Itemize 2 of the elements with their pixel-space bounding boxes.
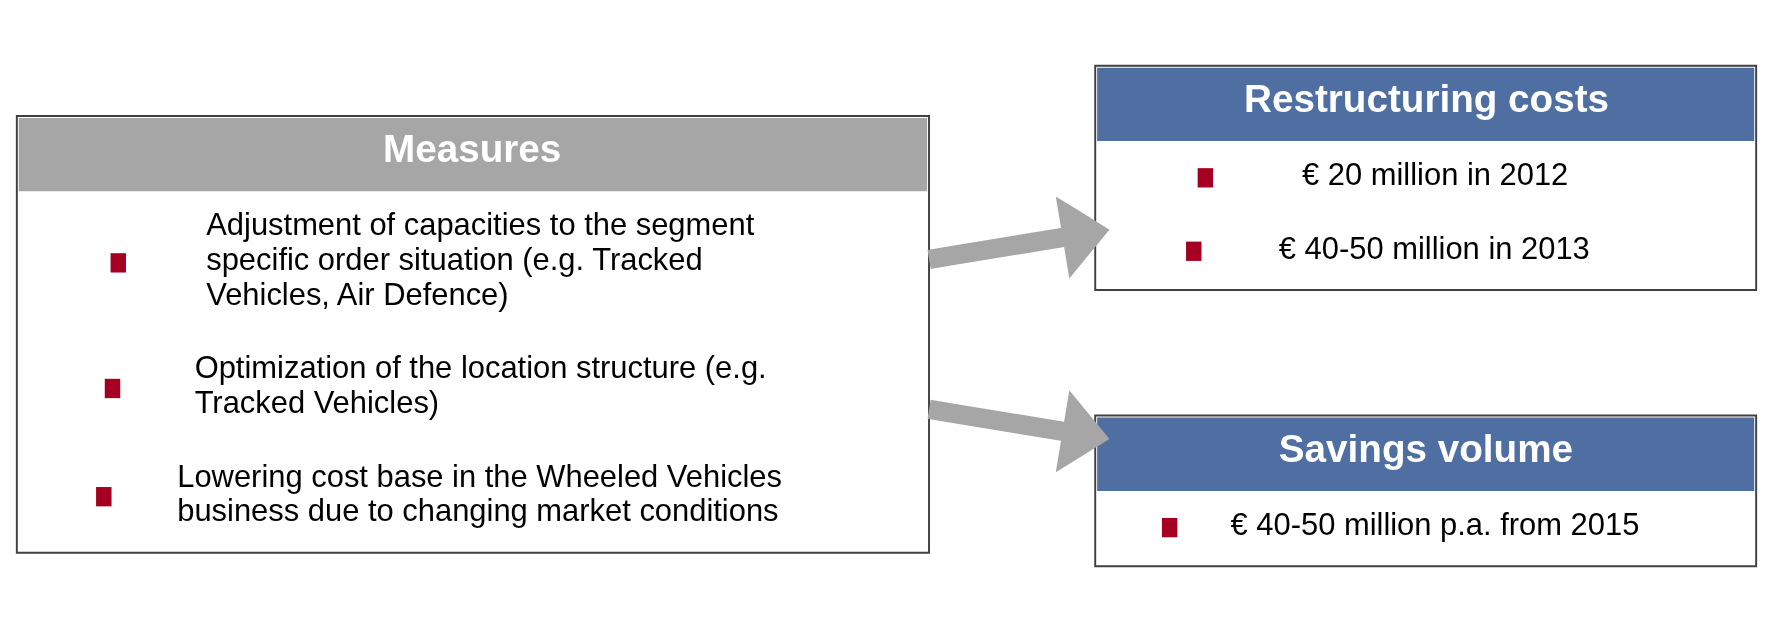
arrow bbox=[927, 389, 1110, 472]
arrow bbox=[927, 195, 1110, 278]
